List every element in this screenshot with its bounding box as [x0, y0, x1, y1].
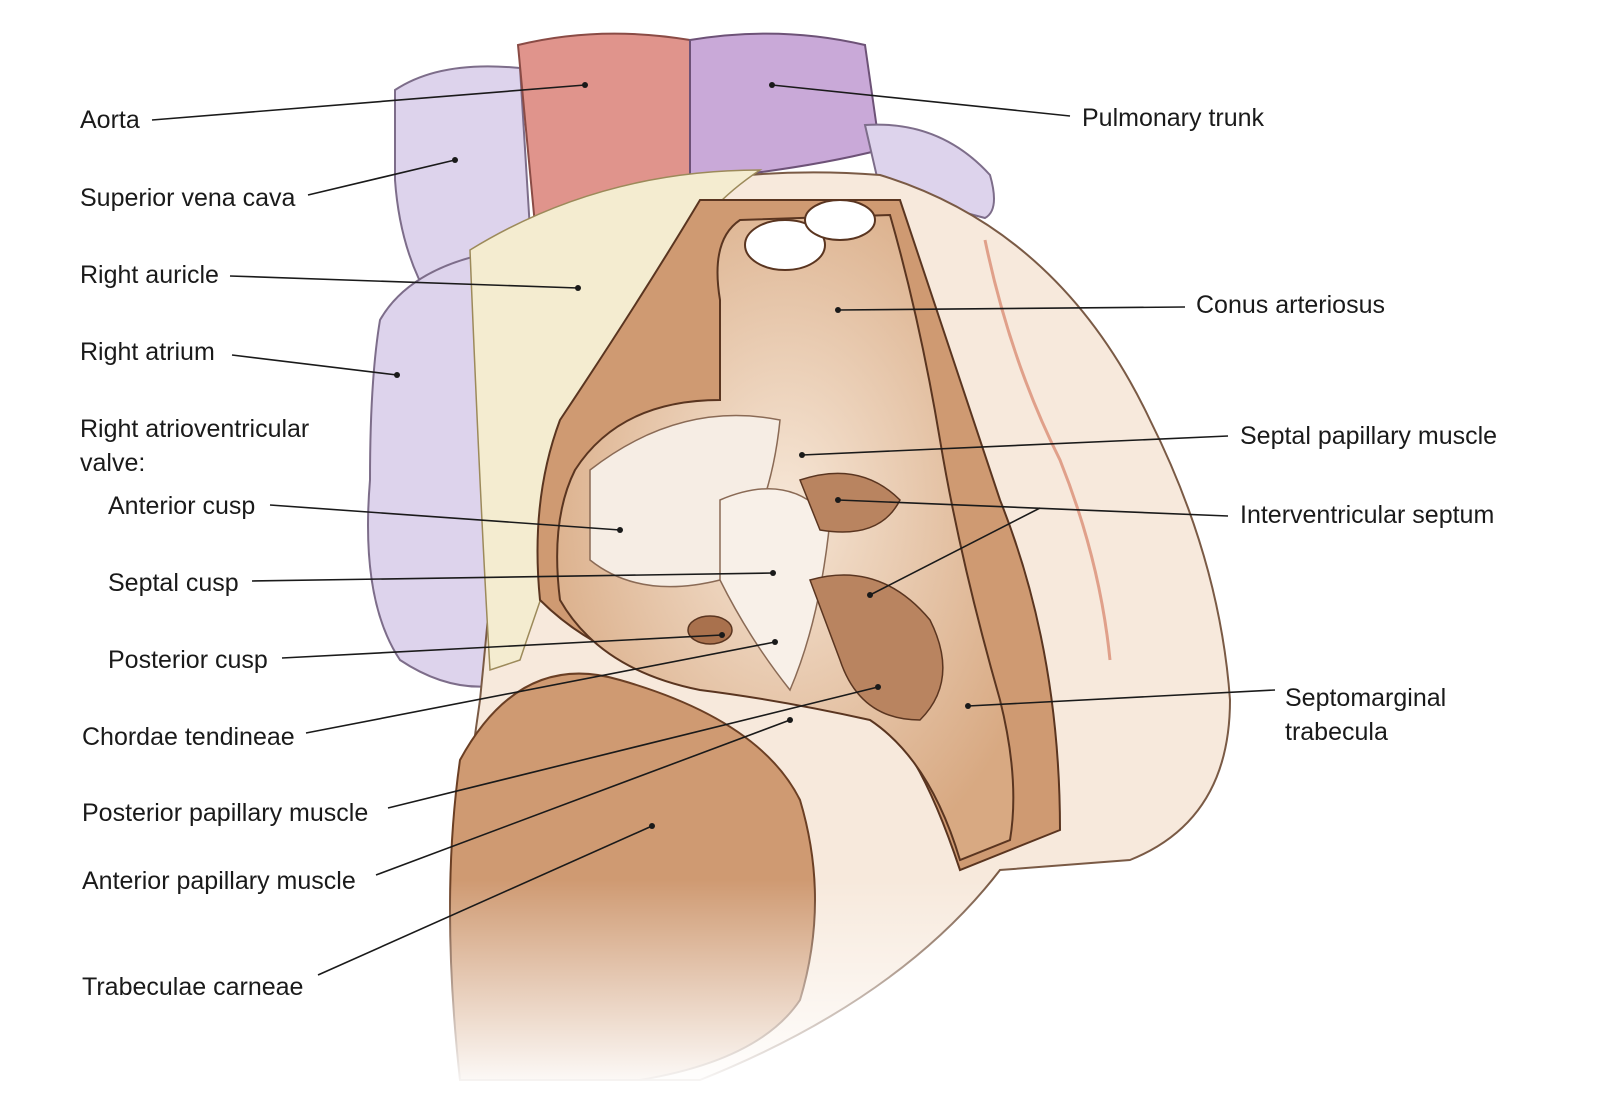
- left-auricle-shape: [863, 123, 995, 220]
- label-trabeculae-carneae: Trabeculae carneae: [82, 973, 303, 1001]
- label-conus-arteriosus: Conus arteriosus: [1196, 291, 1385, 319]
- label-septal-papillary-muscle: Septal papillary muscle: [1240, 422, 1497, 450]
- label-posterior-papillary-muscle: Posterior papillary muscle: [82, 799, 368, 827]
- label-anterior-cusp: Anterior cusp: [108, 492, 255, 520]
- label-right-av-valve: Right atrioventricular: [80, 415, 309, 443]
- label-superior-vena-cava: Superior vena cava: [80, 184, 296, 212]
- label-pulmonary-trunk: Pulmonary trunk: [1082, 104, 1265, 132]
- label-anterior-papillary-muscle: Anterior papillary muscle: [82, 867, 356, 895]
- label-interventricular-septum: Interventricular septum: [1240, 501, 1494, 529]
- posterior-cusp-opening: [687, 615, 733, 645]
- label-aorta: Aorta: [80, 106, 140, 134]
- pulmonary-valve-cusp: [744, 219, 826, 271]
- label-chordae-tendineae: Chordae tendineae: [82, 723, 295, 751]
- posterior-papillary-muscle-shape: [809, 574, 944, 721]
- septal-cusp-shape: [719, 488, 831, 692]
- septal-papillary-muscle-shape: [799, 472, 901, 533]
- pulmonary-valve-cusp: [804, 199, 876, 241]
- coronary-vessel: [983, 239, 1112, 661]
- label-septomarginal-trabecula-cont: trabecula: [1285, 718, 1388, 746]
- leader-lines: [151, 82, 1276, 976]
- pulmonary-trunk-shape: [689, 32, 882, 182]
- label-posterior-cusp: Posterior cusp: [108, 646, 268, 674]
- label-septomarginal-trabecula: Septomarginal: [1285, 684, 1446, 712]
- label-septal-cusp: Septal cusp: [108, 569, 239, 597]
- label-right-atrium: Right atrium: [80, 338, 215, 366]
- label-right-av-valve-cont: valve:: [80, 449, 145, 477]
- label-right-auricle: Right auricle: [80, 261, 219, 289]
